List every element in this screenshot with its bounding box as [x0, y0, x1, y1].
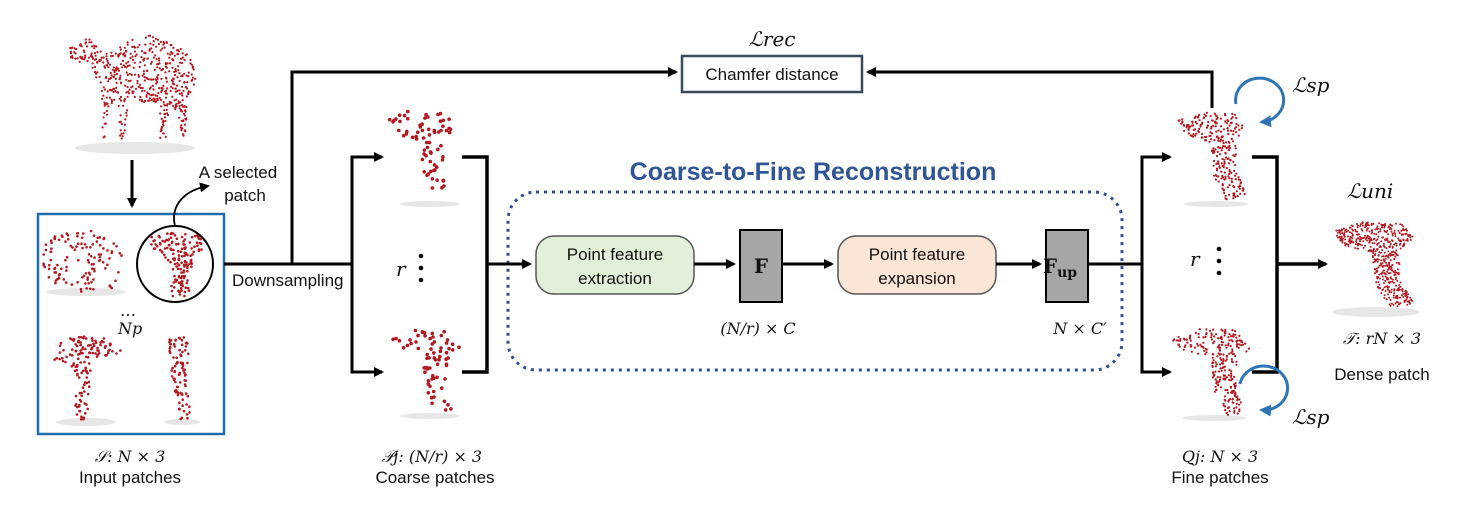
- coarse-r-label: r: [396, 257, 407, 281]
- loss-sp-bottom-loop: [1238, 364, 1290, 417]
- chamfer-distance-box: [680, 54, 864, 94]
- coarse-caption: Coarse patches: [375, 468, 494, 487]
- input-patch-mushroom-cloud: [53, 335, 122, 426]
- coarse-dim-label: 𝒫j: (N/r) × 3: [382, 447, 482, 466]
- fine-top-arrow: [1140, 152, 1172, 264]
- ellipsis-label: …: [120, 301, 136, 320]
- F-dim-label: (N/r) × C: [720, 319, 795, 338]
- fine-vdots: [1216, 246, 1222, 252]
- selected-patch-cloud: [150, 231, 203, 298]
- fine-r-label: r: [1190, 247, 1201, 271]
- fine-patch-top-cloud: [1177, 111, 1248, 207]
- fine-bracket: [1252, 155, 1279, 374]
- loss-sp-top-label: ℒsp: [1292, 73, 1330, 97]
- input-patch-leg-cloud: [164, 336, 200, 425]
- selected-patch-label-2: patch: [224, 186, 266, 205]
- expansion-label-2: expansion: [878, 269, 956, 288]
- chamfer-label: Chamfer distance: [705, 65, 838, 84]
- section-title: Coarse-to-Fine Reconstruction: [630, 158, 997, 186]
- input-patch-blob-cloud: [42, 229, 126, 296]
- downsampling-label: Downsampling: [232, 271, 344, 290]
- extraction-label-1: Point feature: [567, 245, 663, 264]
- loss-rec-label: ℒrec: [748, 27, 795, 51]
- coarse-bracket: [462, 155, 489, 374]
- camel-point-cloud: [69, 34, 197, 154]
- loss-sp-top-loop: [1234, 76, 1286, 128]
- fine-to-chamfer-arrow: [866, 67, 1214, 108]
- loss-sp-bottom-label: ℒsp: [1292, 405, 1330, 429]
- fine-dim-label: Qj: N × 3: [1182, 447, 1258, 466]
- coarse-top-arrow: [350, 152, 384, 264]
- F-label: F: [754, 254, 768, 278]
- to-chamfer-arrow: [290, 67, 678, 264]
- selected-patch-label-1: A selected: [199, 163, 277, 182]
- input-patches-frame: [36, 212, 226, 436]
- np-label: Np: [117, 319, 142, 338]
- dense-patch-cloud: [1332, 221, 1420, 317]
- input-caption: Input patches: [79, 468, 181, 487]
- input-dim-label: 𝒮: N × 3: [95, 447, 166, 466]
- expansion-label-1: Point feature: [869, 245, 965, 264]
- coarse-vdots: [418, 253, 424, 259]
- dense-caption: Dense patch: [1334, 365, 1429, 384]
- feature-F-block: [739, 229, 783, 303]
- feature-Fup-block: [1045, 229, 1089, 303]
- Fup-label: Fup: [1043, 254, 1077, 281]
- extraction-label-2: extraction: [578, 269, 652, 288]
- fine-bottom-arrow: [1140, 264, 1172, 377]
- coarse-patch-bottom-cloud: [391, 328, 461, 419]
- fine-patch-bottom-cloud: [1172, 328, 1251, 421]
- fine-caption: Fine patches: [1171, 468, 1268, 487]
- coarse-bottom-arrow: [350, 264, 384, 377]
- dense-dim-label: 𝒯: rN × 3: [1343, 329, 1421, 348]
- selected-patch-pointer: [173, 182, 210, 227]
- loss-uni-label: ℒuni: [1347, 179, 1394, 203]
- Fup-dim-label: N × C′: [1052, 319, 1107, 338]
- coarse-patch-top-cloud: [387, 109, 460, 207]
